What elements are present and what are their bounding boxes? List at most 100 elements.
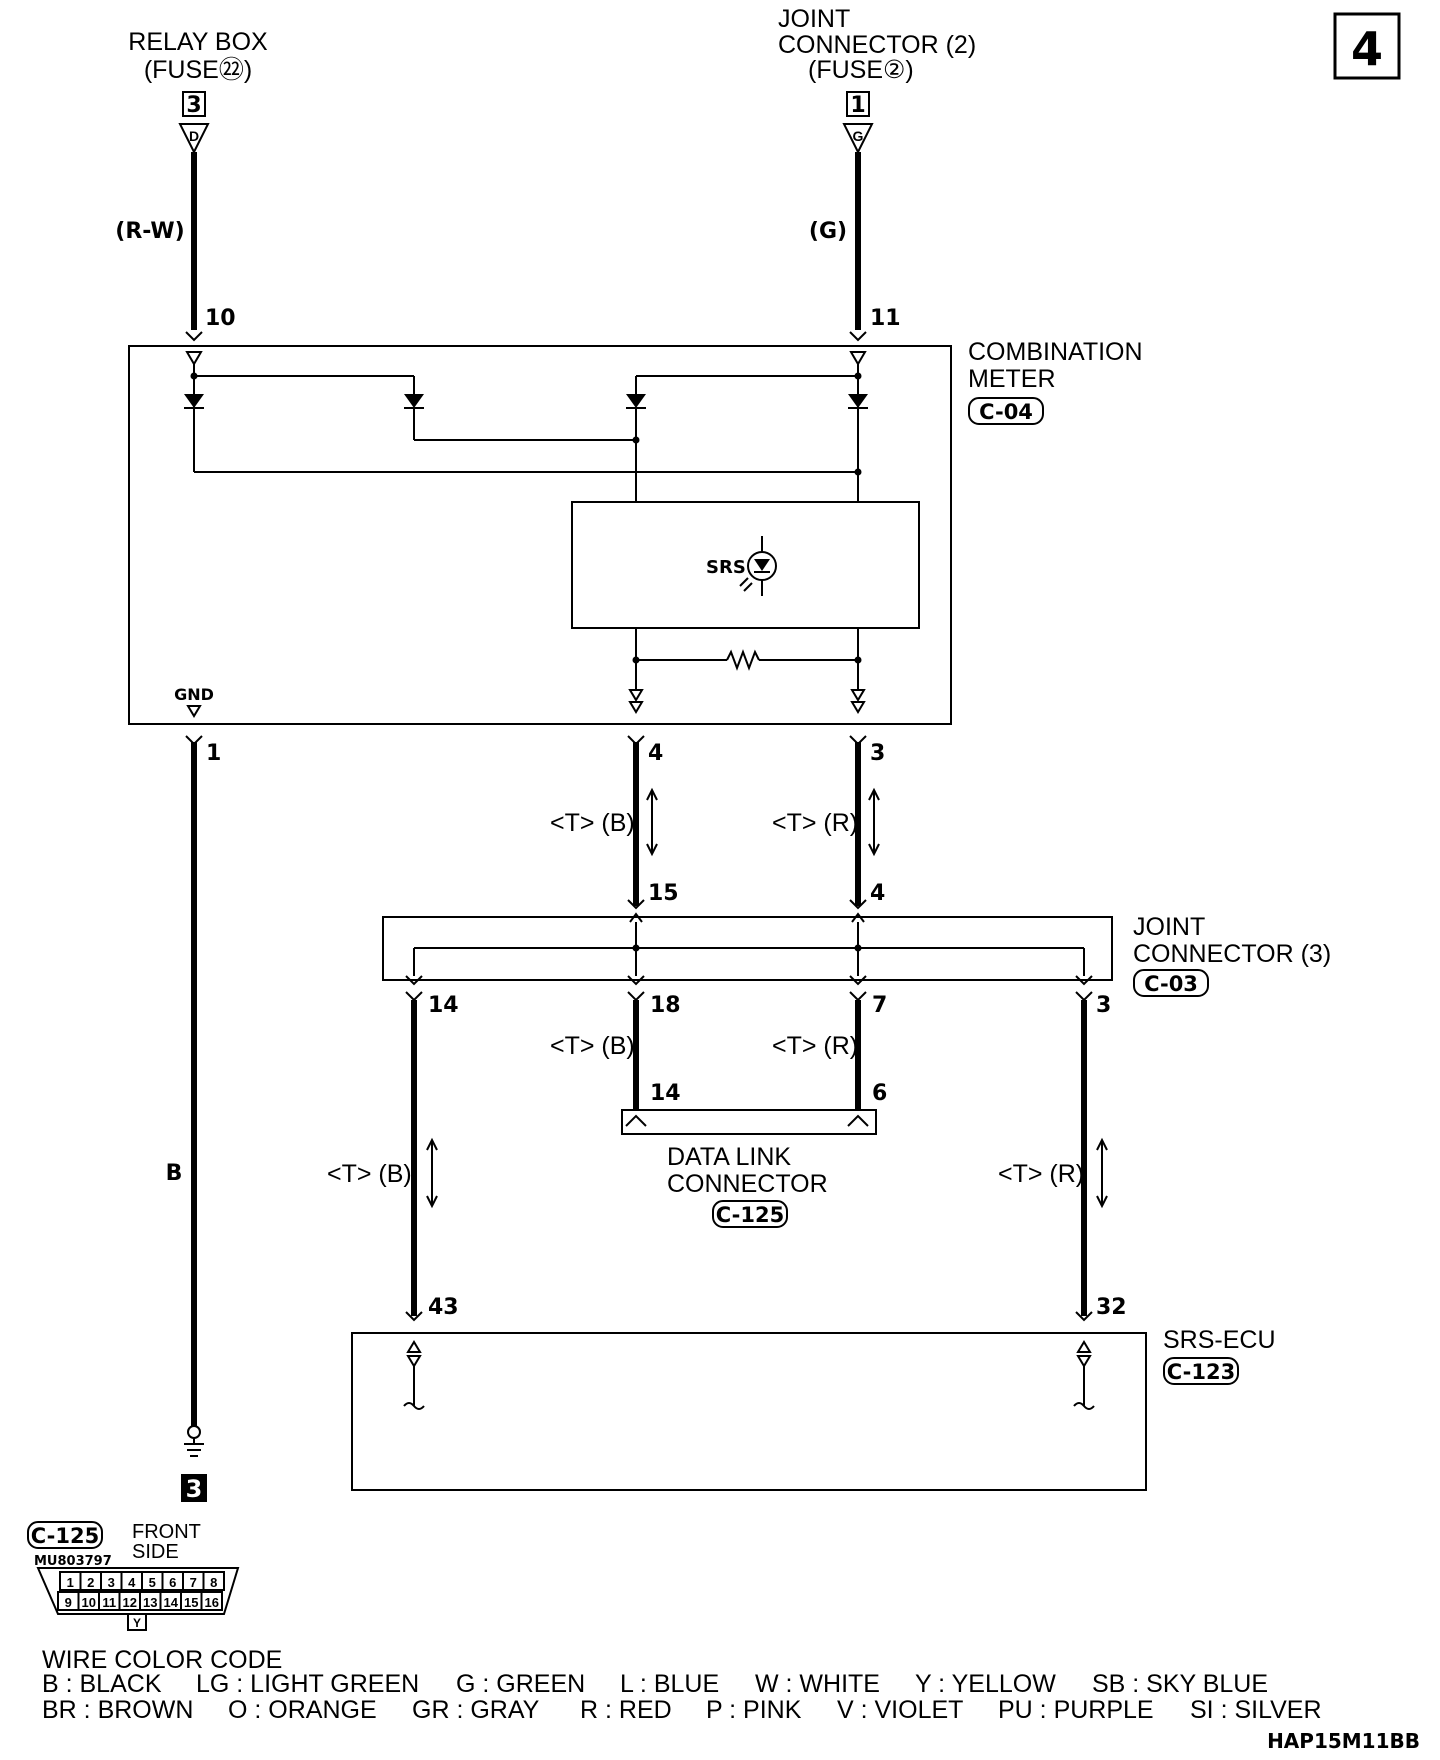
ecu-pin-right: 32 (1096, 1295, 1127, 1320)
joint-connector-2-terminal-number: 1 (850, 93, 865, 118)
pin-cell (200, 1591, 223, 1611)
meter-pin-3: 3 (870, 741, 885, 766)
joint-connector-2-connector-icon (842, 123, 874, 155)
pin-number: 12 (123, 1595, 137, 1610)
wire-color-entry: L : BLUE (620, 1670, 719, 1698)
wire-color-entry: W : WHITE (755, 1670, 880, 1698)
data-link-connector-box (621, 1109, 877, 1135)
connector-view-key: Y (133, 1616, 141, 1630)
joint-connector-3-name-2: CONNECTOR (3) (1133, 940, 1331, 968)
dlc-pin-left: 14 (650, 1081, 681, 1106)
wire-color-entry: O : ORANGE (228, 1696, 377, 1724)
joint-connector-2-source: JOINT CONNECTOR (2) (FUSE②) 1 G (G) (778, 5, 976, 244)
joint3-pin-out1: 14 (428, 993, 459, 1018)
warning-lamp-icon (739, 536, 777, 596)
pin-number: 11 (102, 1595, 116, 1610)
diode-icon (626, 394, 646, 409)
page-number-box: 4 (1333, 12, 1401, 80)
pin-number: 1 (67, 1575, 74, 1590)
wire-color-entry: LG : LIGHT GREEN (196, 1670, 419, 1698)
pin-number: 16 (205, 1595, 219, 1610)
relay-box-connector-icon (178, 123, 210, 155)
joint3-pin-out2: 18 (650, 993, 681, 1018)
dlc-connector-shape (36, 1567, 240, 1615)
connector-view-side-2: SIDE (132, 1541, 179, 1563)
joint3-pin-out3: 7 (872, 993, 887, 1018)
pin-number: 15 (184, 1595, 198, 1610)
wire-label-joint-dlc-b: <T> (B) (550, 1032, 635, 1060)
joint-connector-3-box (382, 916, 1113, 981)
wire-label-meter-joint-r: <T> (R) (772, 809, 858, 837)
data-link-connector: 14 6 DATA LINK CONNECTOR C-125 (621, 1081, 887, 1228)
joint3-pin-in-left: 15 (648, 881, 679, 906)
combination-meter-connector: C-04 (979, 400, 1033, 424)
wire-label-joint-dlc-r: <T> (R) (772, 1032, 858, 1060)
pin-number: 14 (164, 1595, 179, 1610)
joint-connector-2-title-1: JOINT (778, 5, 850, 33)
legend-row-1: B : BLACK LG : LIGHT GREEN G : GREEN L : BL… (42, 1670, 1268, 1698)
wire-color-entry: SI : SILVER (1190, 1696, 1322, 1724)
figure-id: HAP15M11BB (1267, 1729, 1420, 1753)
wire-color-entry: P : PINK (706, 1696, 802, 1724)
bidirectional-arrow-icon (1096, 1137, 1108, 1209)
pin-cell (202, 1571, 225, 1591)
wire-color-entry: G : GREEN (456, 1670, 585, 1698)
relay-box-wire-color: (R-W) (115, 219, 184, 244)
joint-connector-3: 15 4 14 18 7 3 JOINT CONNECTOR (3) C-03 (382, 881, 1331, 1018)
pin-number: 6 (169, 1575, 176, 1590)
srs-ecu-box (351, 1332, 1147, 1491)
dlc-pin-right: 6 (872, 1081, 887, 1106)
srs-ecu-connector: C-123 (1167, 1360, 1235, 1384)
ground-point-number: 3 (186, 1475, 203, 1503)
ground-icon (184, 1425, 204, 1457)
combination-meter-box (128, 345, 952, 725)
srs-lamp-label: SRS (706, 557, 746, 578)
wire-label-joint-ecu-r: <T> (R) (998, 1160, 1084, 1188)
wire-color-entry: PU : PURPLE (998, 1696, 1154, 1724)
connector-view-id: C-125 (31, 1524, 99, 1548)
wire-color-entry: R : RED (580, 1696, 672, 1724)
joint-connector-2-title-2: CONNECTOR (2) (778, 31, 976, 59)
joint-connector-2-terminal-letter: G (853, 128, 864, 144)
meter-pin-11: 11 (870, 306, 901, 331)
diode-icon (404, 394, 424, 409)
joint-connector-2-wire-color: (G) (809, 219, 847, 244)
meter-pin-10: 10 (205, 306, 236, 331)
wire-color-entry: B : BLACK (42, 1670, 162, 1698)
relay-box-fuse: (FUSE㉒) (144, 56, 252, 84)
relay-box-title: RELAY BOX (128, 28, 268, 56)
combination-meter-name-2: METER (968, 365, 1056, 393)
wire-color-code-title: WIRE COLOR CODE (42, 1646, 282, 1674)
bidirectional-arrow-icon (868, 787, 880, 857)
connector-view-part-number: MU803797 (34, 1554, 112, 1569)
pin-number: 8 (210, 1575, 217, 1590)
ground-point-badge (181, 1474, 207, 1502)
meter-pin-1: 1 (206, 741, 221, 766)
dlc-name-2: CONNECTOR (667, 1170, 828, 1198)
meter-pin-4: 4 (648, 741, 663, 766)
srs-lamp-box (571, 501, 920, 629)
relay-box-terminal-letter: D (189, 128, 199, 144)
dlc-connector: C-125 (716, 1203, 784, 1227)
srs-ecu: 43 32 SRS-ECU C-123 (351, 1295, 1276, 1491)
joint-connector-3-connector: C-03 (1144, 972, 1198, 996)
joint-connector-3-name-1: JOINT (1133, 913, 1205, 941)
wire-color-entry: SB : SKY BLUE (1092, 1670, 1268, 1698)
pin-number: 13 (143, 1595, 157, 1610)
wire-color-entry: GR : GRAY (412, 1696, 540, 1724)
bidirectional-arrow-icon (646, 787, 658, 857)
wire-label-meter-joint-b: <T> (B) (550, 809, 635, 837)
resistor-icon (726, 649, 760, 671)
dlc-name-1: DATA LINK (667, 1143, 791, 1171)
diode-icon (848, 394, 868, 409)
joint-connector-2-fuse: (FUSE②) (808, 56, 914, 84)
joint3-pin-in-right: 4 (870, 881, 885, 906)
page-number: 4 (1351, 22, 1383, 76)
pin-number: 5 (149, 1575, 156, 1590)
pin-number: 4 (128, 1575, 136, 1590)
combination-meter: 10 11 SRS (128, 306, 1143, 766)
diode-icon (184, 394, 204, 409)
